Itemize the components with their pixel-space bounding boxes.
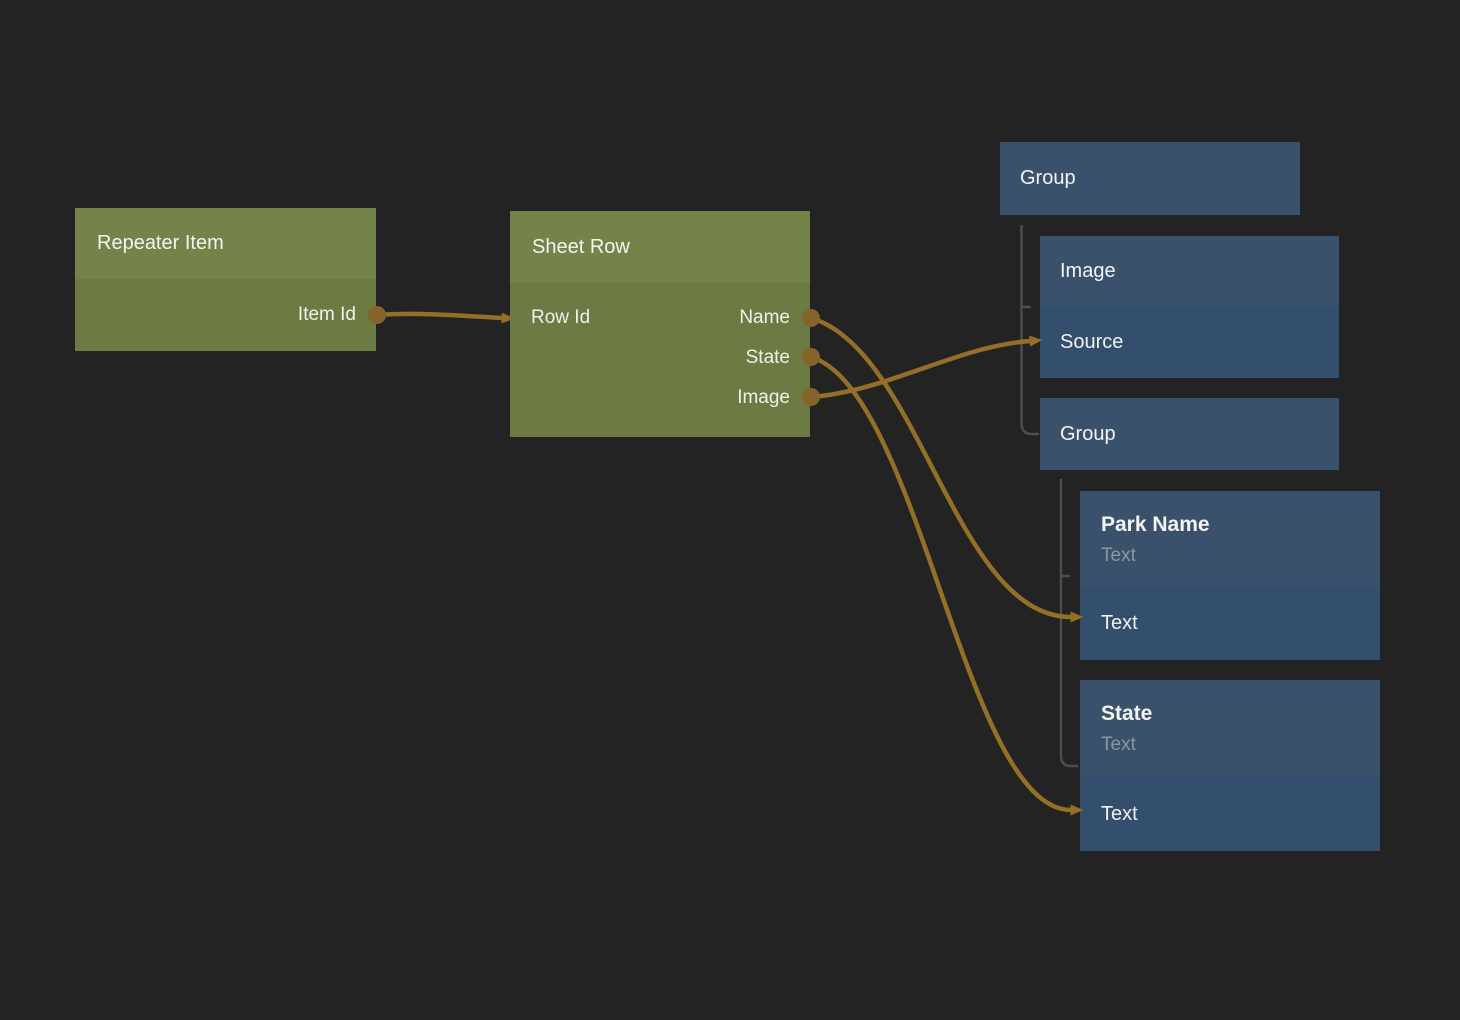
tree-connector-group-outer [1020,225,1039,436]
node-title: Sheet Row [532,235,630,258]
output-port-label-item-id: Item Id [297,304,356,325]
node-header: Park Name Text [1080,491,1380,587]
node-body: Item Id [75,279,376,351]
node-body: Text [1080,777,1380,851]
wire-item-id-to-row-id[interactable] [376,311,515,324]
port-row: State [510,338,810,378]
node-header: Image [1040,236,1339,306]
node-subtitle: Text [1101,734,1136,755]
output-port-label-state: State [745,347,790,368]
node-title: Group [1020,167,1076,189]
node-body: Source [1040,306,1339,378]
node-group-inner[interactable]: Group [1040,398,1339,470]
node-image[interactable]: Image Source [1040,236,1339,378]
wire-image-to-source[interactable] [810,335,1043,400]
node-header: Sheet Row [510,211,810,283]
tree-connector-group-inner [1059,479,1078,768]
property-label-text: Text [1101,802,1138,825]
port-row: Row Id Name [510,298,810,338]
node-header: State Text [1080,680,1380,777]
node-repeater-item[interactable]: Repeater Item Item Id [75,208,376,351]
input-port-label-row-id: Row Id [531,307,591,328]
node-body: Text [1080,587,1380,660]
output-port-label-image: Image [737,387,790,408]
node-subtitle: Text [1101,545,1136,566]
node-body: Row Id Name State Image [510,283,810,437]
port-row: Image [510,378,810,418]
node-title: Repeater Item [97,232,224,254]
node-state[interactable]: State Text Text [1080,680,1380,851]
node-park-name[interactable]: Park Name Text Text [1080,491,1380,660]
wire-name-to-park-name-text[interactable] [810,315,1084,623]
wire-state-to-state-text[interactable] [810,354,1084,816]
node-header: Group [1000,142,1300,215]
node-header: Group [1040,398,1339,470]
property-label-text: Text [1101,612,1138,634]
node-group-outer[interactable]: Group [1000,142,1300,215]
node-title: State [1101,702,1153,725]
node-title: Park Name [1101,513,1210,536]
node-title: Group [1060,422,1116,445]
node-title: Image [1060,259,1116,282]
property-label-source: Source [1060,330,1124,353]
node-sheet-row[interactable]: Sheet Row Row Id Name State Image [510,211,810,437]
node-header: Repeater Item [75,208,376,279]
output-port-label-name: Name [739,307,790,328]
